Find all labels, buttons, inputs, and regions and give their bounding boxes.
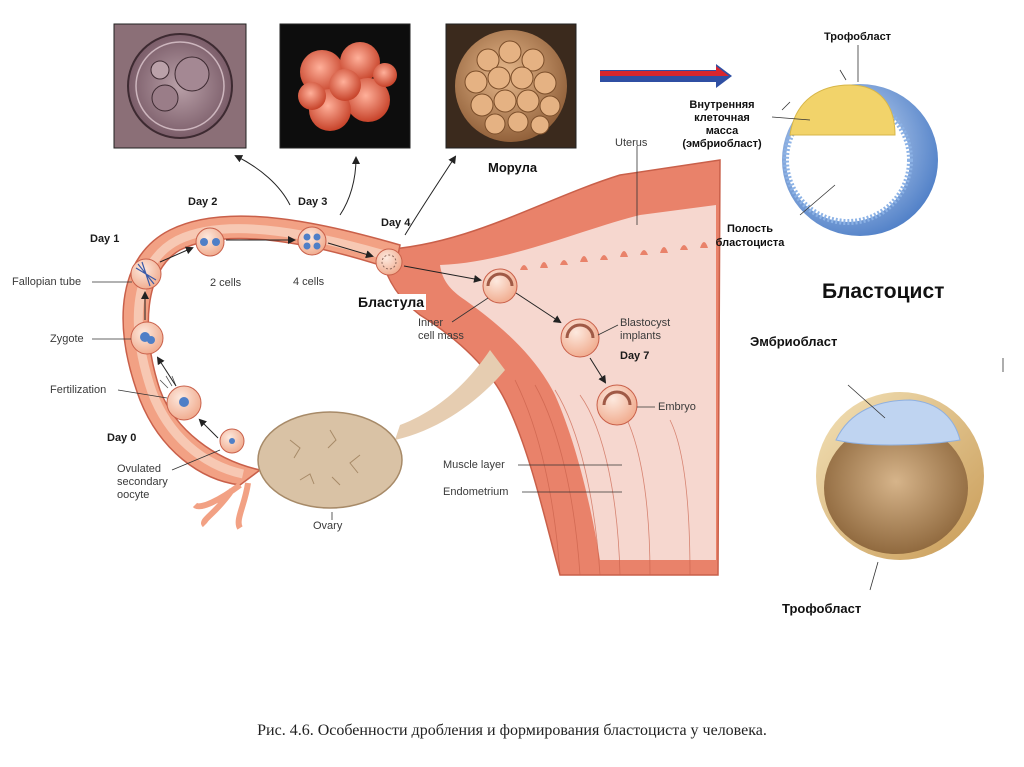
label-ovulated-2: secondary xyxy=(117,476,168,488)
label-blastocyst-implants-1: Blastocyst xyxy=(620,317,671,329)
transition-arrow xyxy=(600,64,732,88)
blastocyst-brown-diagram xyxy=(816,358,1004,591)
label-blastocyst-implants-2: implants xyxy=(620,330,661,342)
morula-photo xyxy=(445,23,577,149)
label-cavity: Полость бластоциста xyxy=(710,222,790,250)
day3-cell xyxy=(297,226,327,256)
label-day0: Day 0 xyxy=(107,432,137,444)
day4-cell xyxy=(375,248,403,276)
embryo-cell xyxy=(596,384,638,426)
photo-pointer-arrows xyxy=(234,155,457,236)
label-two-cells: 2 cells xyxy=(210,277,242,289)
label-inner-mass-2: клеточная xyxy=(694,112,750,124)
label-blastula: Бластула xyxy=(356,294,427,310)
label-inner-mass-1: Внутренняя xyxy=(689,99,755,111)
ovary xyxy=(257,350,505,509)
day0-oocyte xyxy=(219,428,245,454)
label-embryo: Embryo xyxy=(658,401,696,413)
label-day2: Day 2 xyxy=(188,196,218,208)
label-inner-mass-4: (эмбриобласт) xyxy=(682,138,762,150)
label-day7: Day 7 xyxy=(620,350,650,362)
blastocyst-blue-diagram xyxy=(771,45,938,236)
figure-caption: Рис. 4.6. Особенности дробления и формир… xyxy=(257,722,767,739)
day1-cell xyxy=(130,258,162,290)
zygote-photo xyxy=(113,23,247,149)
label-endometrium: Endometrium xyxy=(443,486,509,498)
uterus xyxy=(379,159,721,576)
label-day3: Day 3 xyxy=(298,196,328,208)
label-blastocyst: Бластоцист xyxy=(822,280,945,303)
label-inner-cell-mass-2: cell mass xyxy=(418,330,464,342)
label-muscle-layer: Muscle layer xyxy=(443,459,505,471)
label-ovary: Ovary xyxy=(313,520,343,532)
pathway-arrows xyxy=(141,236,607,439)
blastocyst-cell-2 xyxy=(560,318,600,358)
label-uterus: Uterus xyxy=(615,137,648,149)
blastocyst-cell-1 xyxy=(482,268,518,304)
label-morula: Морула xyxy=(488,160,538,175)
label-fallopian-tube: Fallopian tube xyxy=(12,276,82,288)
leader-lines xyxy=(92,146,655,520)
label-inner-cell-mass-1: Inner xyxy=(418,317,444,329)
label-four-cells: 4 cells xyxy=(293,276,325,288)
label-ovulated-1: Ovulated xyxy=(117,463,162,475)
label-ovulated-3: oocyte xyxy=(117,489,150,501)
label-cavity-1: Полость xyxy=(726,223,774,235)
label-trophoblast-bottom: Трофобласт xyxy=(782,601,862,616)
label-day1: Day 1 xyxy=(90,233,120,245)
label-cavity-2: бластоциста xyxy=(715,237,785,249)
label-inner-mass-3: масса xyxy=(705,125,739,137)
day2-cell xyxy=(195,227,225,257)
four-cell-photo xyxy=(279,23,411,149)
label-day4: Day 4 xyxy=(381,217,411,229)
label-embryoblast: Эмбриобласт xyxy=(750,334,838,349)
zygote-cell xyxy=(130,321,164,355)
label-trophoblast-top: Трофобласт xyxy=(824,31,892,43)
label-fertilization: Fertilization xyxy=(50,384,107,396)
label-inner-mass: Внутренняя клеточная масса (эмбриобласт) xyxy=(672,99,772,151)
label-zygote: Zygote xyxy=(50,333,84,345)
